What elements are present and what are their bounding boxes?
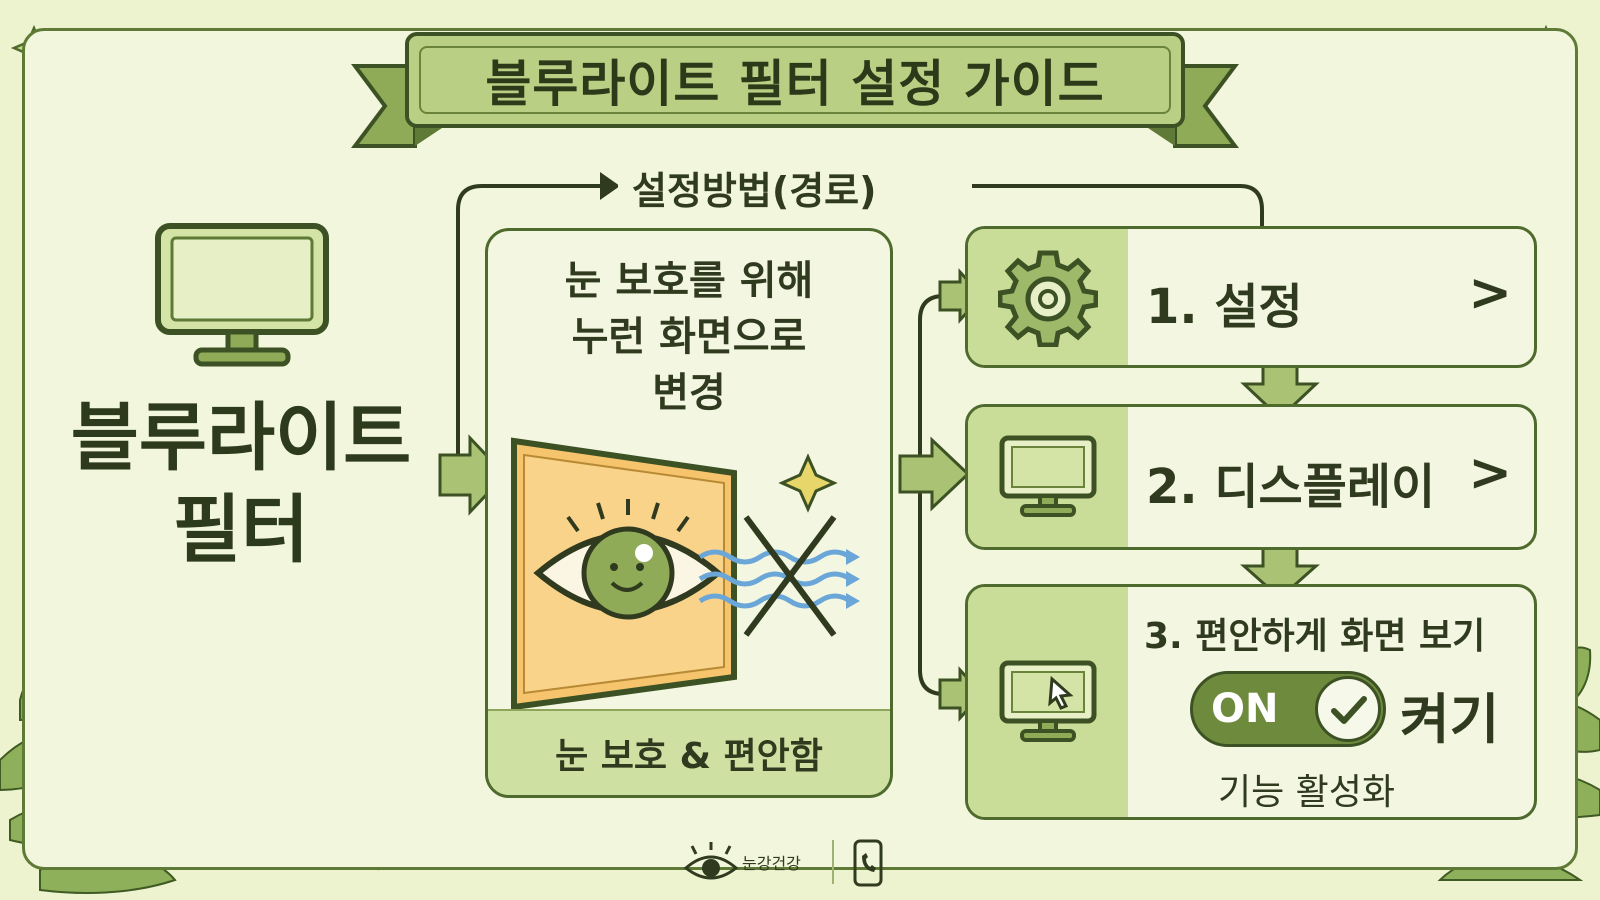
block-x-icon bbox=[743, 515, 837, 637]
left-title: 블루라이트 필터 bbox=[36, 392, 446, 576]
page-title: 블루라이트 필터 설정 가이드 bbox=[485, 55, 1105, 113]
monitor-icon bbox=[155, 223, 329, 367]
footer-text: 눈강건강 bbox=[742, 854, 801, 873]
step-comfort-view-label: 3. 편안하게 화면 보기 bbox=[1144, 616, 1486, 657]
eye-protection-card: 눈 보호를 위해 누런 화면으로 변경 bbox=[485, 228, 893, 798]
title-banner: 블루라이트 필터 설정 가이드 bbox=[345, 26, 1245, 156]
description-line2: 누런 화면으로 bbox=[571, 314, 807, 360]
step-settings[interactable]: 1. 설정 > bbox=[965, 226, 1537, 368]
footer-brand: 눈강건강 bbox=[682, 836, 922, 890]
description-line3: 변경 bbox=[652, 370, 726, 416]
warm-screen-eye-illustration bbox=[511, 437, 860, 711]
footer-divider bbox=[832, 840, 834, 884]
activate-label: 기능 활성화 bbox=[1218, 772, 1396, 813]
chevron-right-icon: > bbox=[1468, 263, 1512, 323]
step-comfort-view: 3. 편안하게 화면 보기 ON 켜기 기능 활성화 bbox=[965, 584, 1537, 820]
eye-protection-description: 눈 보호를 위해 누런 화면으로 변경 bbox=[488, 253, 890, 421]
eye-protection-footer: 눈 보호 & 편안함 bbox=[488, 709, 890, 795]
eye-logo-icon bbox=[683, 842, 739, 880]
toggle-on-text: ON bbox=[1211, 686, 1279, 732]
turn-on-label: 켜기 bbox=[1400, 688, 1500, 751]
sparkle-icon bbox=[778, 453, 838, 513]
step-settings-label: 1. 설정 bbox=[1146, 279, 1303, 335]
gear-icon bbox=[998, 250, 1098, 347]
toggle-knob bbox=[1315, 676, 1381, 742]
step-display[interactable]: 2. 디스플레이 > bbox=[965, 404, 1537, 550]
blue-light-toggle[interactable]: ON bbox=[1190, 671, 1386, 747]
eye-icon bbox=[533, 499, 723, 620]
chevron-right-icon: > bbox=[1468, 443, 1512, 503]
step-display-label: 2. 디스플레이 bbox=[1146, 459, 1436, 515]
left-title-line1: 블루라이트 bbox=[70, 395, 412, 481]
description-line1: 눈 보호를 위해 bbox=[564, 258, 814, 304]
left-title-line2: 필터 bbox=[172, 487, 310, 573]
monitor-cursor-icon bbox=[999, 660, 1097, 742]
check-icon bbox=[1331, 696, 1367, 724]
phone-icon bbox=[853, 839, 883, 887]
path-label: 설정방법(경로) bbox=[618, 160, 891, 215]
monitor-icon bbox=[999, 435, 1097, 517]
